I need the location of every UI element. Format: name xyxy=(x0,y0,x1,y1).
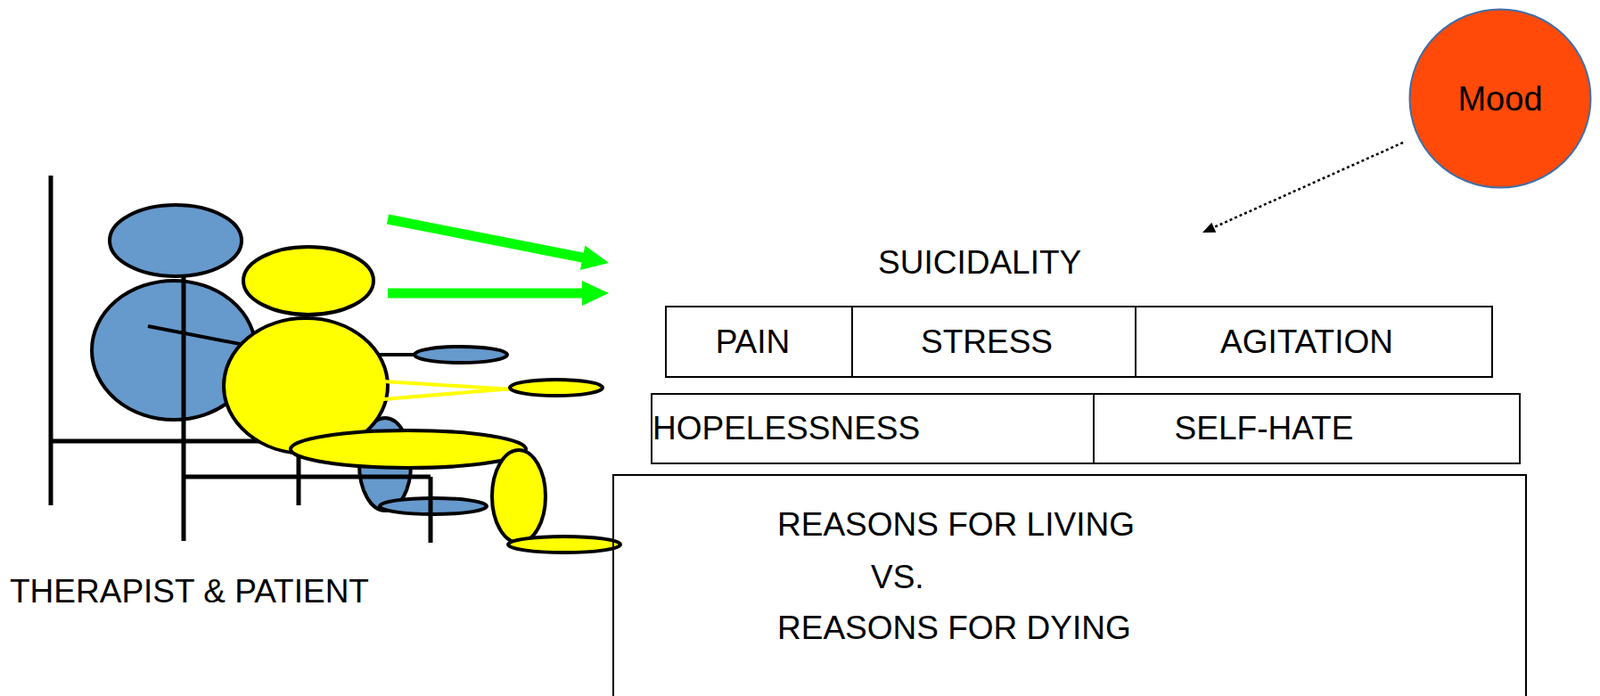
box-label: PAIN xyxy=(715,318,791,367)
therapist-hand xyxy=(414,346,508,363)
chair-back xyxy=(181,275,187,542)
factor-box: HOPELESSNESS xyxy=(650,393,1095,465)
patient-foot xyxy=(508,536,621,553)
box-label: AGITATION xyxy=(1220,318,1394,367)
arrow-head xyxy=(1202,222,1216,233)
factor-box: AGITATION xyxy=(1134,305,1494,378)
box-label: STRESS xyxy=(920,318,1053,367)
patient-hand xyxy=(509,379,603,396)
reasons-box: REASONS FOR LIVINGVS.REASONS FOR DYING xyxy=(612,474,1527,696)
figure-caption: THERAPIST & PATIENT xyxy=(9,567,474,616)
diagram-heading: SUICIDALITY xyxy=(877,238,1173,288)
dotted-arrow xyxy=(1214,142,1404,228)
green-arrow xyxy=(387,219,585,259)
chair-leg xyxy=(428,476,434,543)
factor-box: STRESS xyxy=(851,305,1137,378)
patient-head xyxy=(243,246,374,315)
chair-seat xyxy=(183,475,431,480)
mood-circle: Mood xyxy=(1408,8,1592,189)
circle-shape xyxy=(1410,9,1592,189)
box-label: REASONS FOR DYING xyxy=(777,604,1402,653)
factor-box: SELF-HATE xyxy=(1092,393,1521,465)
chair-back xyxy=(49,175,54,506)
box-label: SELF-HATE xyxy=(1174,404,1354,453)
arrow-head xyxy=(580,246,609,271)
box-label: HOPELESSNESS xyxy=(652,404,920,453)
therapist-head xyxy=(109,205,242,277)
arrow-head xyxy=(582,280,609,306)
patient-arm xyxy=(383,388,513,400)
box-label: VS. xyxy=(870,553,1495,602)
patient-arm xyxy=(383,381,513,390)
circle-label: Mood xyxy=(1457,74,1543,124)
box-label: REASONS FOR LIVING xyxy=(777,500,1402,550)
patient-thigh xyxy=(290,430,526,468)
patient-leg xyxy=(492,450,546,543)
factor-box: PAIN xyxy=(664,305,854,378)
green-arrow xyxy=(387,288,585,299)
therapist-foot xyxy=(379,498,487,515)
